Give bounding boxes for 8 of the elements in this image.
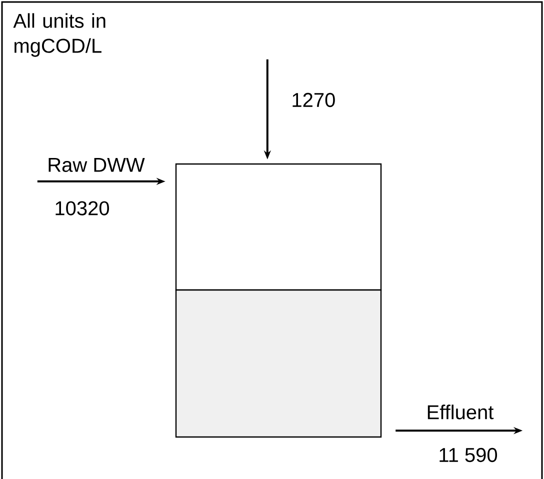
- note-text: All units in mgCOD/L: [13, 13, 106, 57]
- tank-section: [175, 289, 382, 438]
- note-text: 1270: [292, 92, 335, 108]
- note-text: 10320: [56, 201, 110, 216]
- edge-label: Raw DWW: [48, 158, 145, 172]
- note-text: 11 590: [440, 448, 498, 462]
- tank-section: [175, 163, 382, 291]
- edge-label: Effluent: [428, 404, 494, 420]
